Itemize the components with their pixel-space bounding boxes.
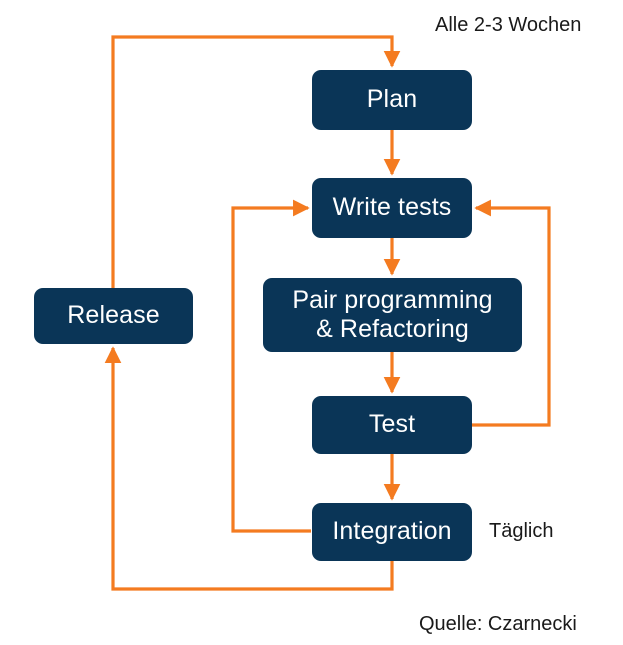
node-release[interactable]: Release — [34, 288, 193, 344]
node-plan[interactable]: Plan — [312, 70, 472, 130]
node-integration-label: Integration — [332, 517, 452, 546]
node-release-label: Release — [67, 301, 160, 330]
connector-integration-back-to-write-tests — [231, 199, 311, 533]
node-pair-programming-label: Pair programming & Refactoring — [292, 285, 493, 344]
node-write-tests-label: Write tests — [332, 193, 452, 222]
node-plan-label: Plan — [366, 85, 418, 114]
caption-integration-cadence: Täglich — [489, 520, 554, 542]
node-integration[interactable]: Integration — [312, 503, 472, 561]
caption-source: Quelle: Czarnecki — [419, 613, 577, 635]
connector-release-to-plan — [111, 35, 401, 316]
node-test-label: Test — [368, 410, 416, 439]
caption-release-cadence: Alle 2-3 Wochen — [435, 14, 582, 36]
node-write-tests[interactable]: Write tests — [312, 178, 472, 238]
connector-integration-to-release — [104, 346, 394, 591]
node-test[interactable]: Test — [312, 396, 472, 454]
node-pair-programming[interactable]: Pair programming & Refactoring — [263, 278, 522, 352]
connector-test-back-to-write-tests — [472, 199, 551, 427]
